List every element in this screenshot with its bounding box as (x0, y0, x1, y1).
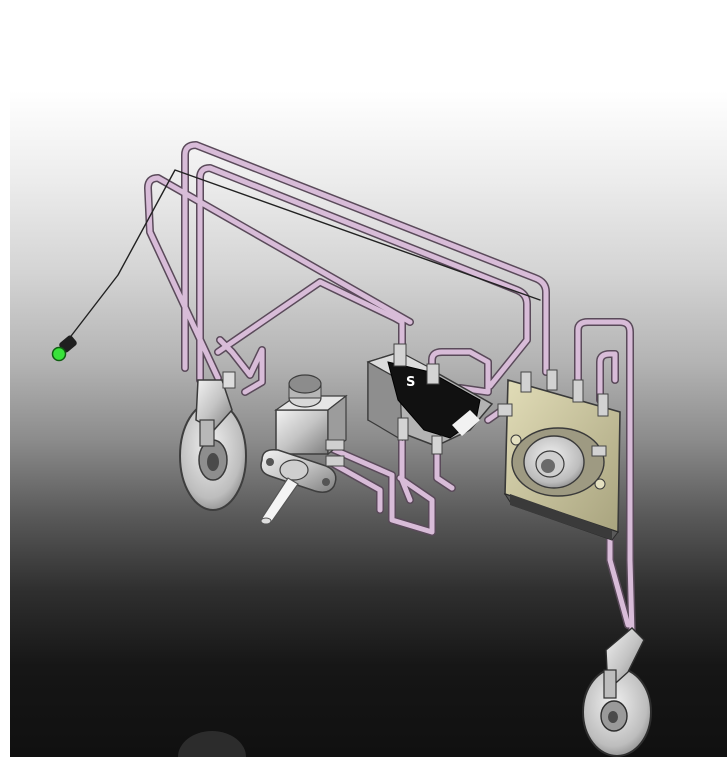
viewport-left-border (0, 0, 10, 757)
right-brake-disc[interactable] (582, 627, 652, 757)
abs-valve-block[interactable]: S (366, 343, 494, 455)
master-cylinder[interactable] (260, 374, 348, 525)
sensor-indicator[interactable] (51, 334, 78, 362)
valve-block-marking: S (406, 375, 415, 390)
hydraulic-housing[interactable] (497, 369, 621, 541)
pipe-cross-run (214, 278, 406, 356)
sensor-wire (67, 169, 541, 341)
green-light-icon (51, 346, 67, 362)
left-brake-disc[interactable] (179, 371, 247, 511)
shadow-object (178, 731, 246, 757)
